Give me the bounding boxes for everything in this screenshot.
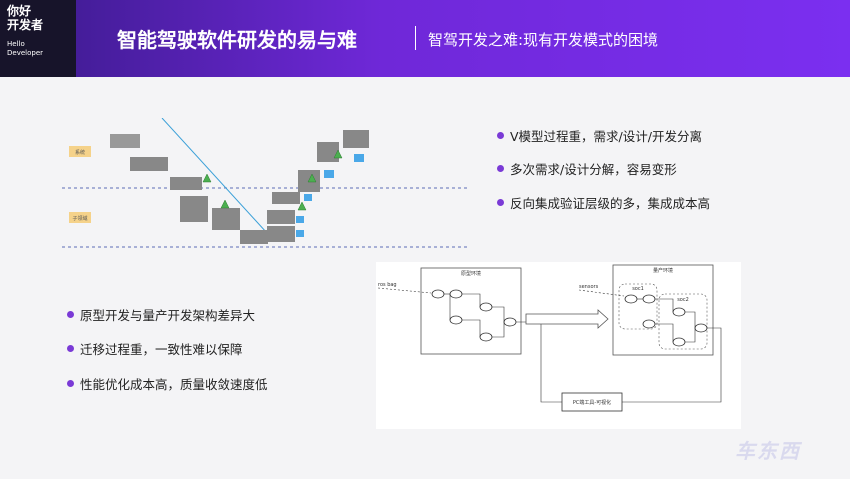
architecture-diagram: 原型环境 ros bag 量产环境 sensors soc1 soc2 [376,262,741,429]
bullet-right-1: V模型过程重，需求/设计/开发分离 [497,126,702,145]
logo-line2: 开发者 [7,18,44,32]
v-box-blue [296,216,304,223]
v-box [170,177,202,190]
proto-label: 原型环境 [461,270,481,277]
level-label-subdomain-text: 子领域 [72,215,87,222]
logo-line3: Hello [7,40,25,48]
v-box-blue [296,230,304,237]
pc-tool-label: PC端工具-可视化 [573,399,611,406]
title-divider [415,26,416,50]
logo: 你好 开发者 Hello Developer [0,0,76,77]
v-box [272,192,300,204]
page-title: 智能驾驶软件研发的易与难 [117,28,357,52]
bullet-right-2: 多次需求/设计分解，容易变形 [497,159,677,178]
input-right-label: sensors [579,284,599,290]
v-box [130,157,168,171]
v-box [212,208,240,230]
bullet-left-2: 迁移过程重，一致性难以保障 [67,339,243,358]
input-left-label: ros bag [378,282,397,288]
v-box [267,210,295,224]
v-box-blue [304,194,312,201]
soc2-label: soc2 [677,297,689,303]
level-label-system [69,146,91,157]
prod-label: 量产环境 [653,267,673,274]
logo-line1: 你好 [7,4,32,18]
page-subtitle: 智驾开发之难:现有开发模式的困境 [428,31,659,49]
level-label-system-text: 系统 [75,149,85,156]
v-box-blue [324,170,334,178]
v-box [240,230,268,244]
header-bar: 你好 开发者 Hello Developer 智能驾驶软件研发的易与难 智驾开发… [0,0,850,77]
logo-line4: Developer [7,49,44,57]
pc-tool-box [561,392,623,412]
v-box [180,196,208,222]
v-box [110,134,140,148]
bullet-left-1: 原型开发与量产开发架构差异大 [67,305,255,324]
watermark-logo: 车东西 [735,439,801,463]
bullet-right-3: 反向集成验证层级的多，集成成本高 [497,193,710,212]
v-box-blue [354,154,364,162]
level-label-subdomain [69,212,91,223]
v-box [317,142,339,162]
soc1-label: soc1 [632,286,644,292]
v-box [267,226,295,242]
v-model-diagram: 系统 子领域 [62,117,477,260]
v-box [343,130,369,148]
bullet-left-3: 性能优化成本高，质量收敛速度低 [67,374,268,393]
